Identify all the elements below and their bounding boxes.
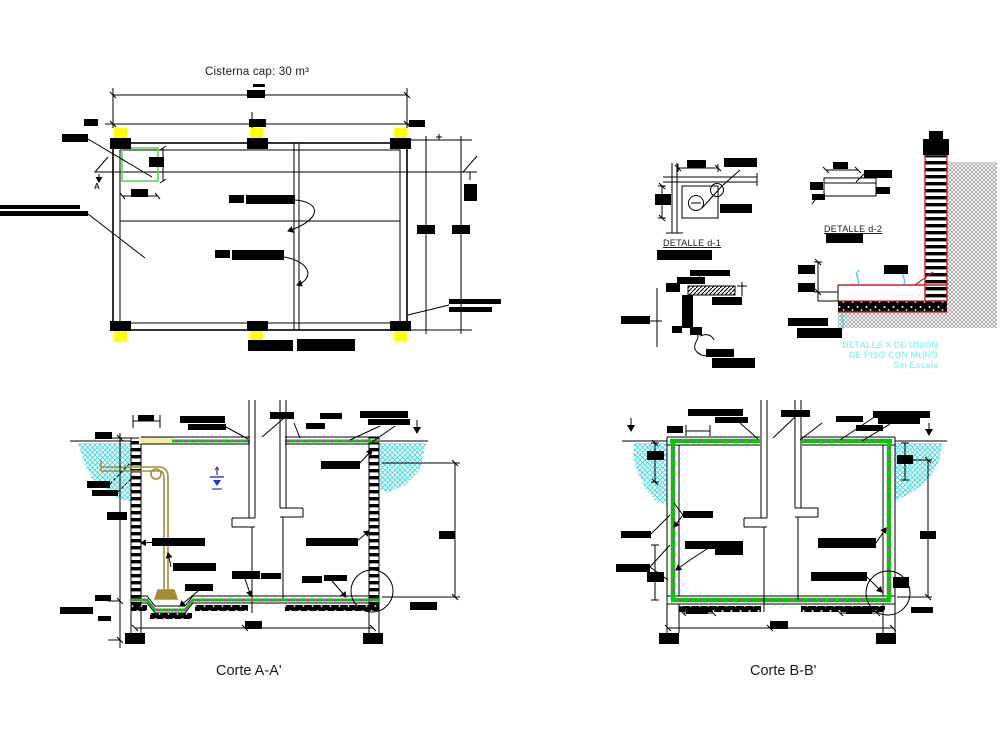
aa-leaders [109,418,396,607]
bb-detail-callout-circle [865,570,911,616]
redacted-labels-bb [616,409,936,629]
aa-left-wall [130,437,142,608]
hatched-slab [687,285,736,296]
plan-view [0,84,501,351]
bb-footings [659,604,896,644]
detail-d1-label: DETALLE d-1 [663,238,722,248]
aa-bottom-slab [131,595,379,619]
column-markers-yellow [114,128,407,341]
tank-outline [112,142,408,331]
bb-tank-walls [666,436,896,612]
redacted-labels-d1 [655,158,757,260]
slab-end-tick [737,282,747,296]
wall-cap-top [929,131,943,140]
section-marker-a: A [94,182,100,191]
union-note-line2: DE PISO CON MURO [848,350,938,360]
d2-dimensions [814,258,822,296]
masonry-wall [924,154,948,302]
union-note-line1: DETALLE X DE UNIÓN [842,340,938,350]
detail-corner-junction [621,270,755,368]
section-a-a [60,400,460,648]
inlet-pipe [100,460,179,600]
bb-center-walls [743,400,819,612]
plan-leader-arrows [87,138,450,316]
wall-cap [923,139,949,155]
union-note-line3: Sin Escala [892,360,938,370]
redacted-labels-d2 [788,162,908,338]
detail-d2-label: DETALLE d-2 [824,224,883,234]
floor-slab [817,271,947,313]
redacted-labels-aa [60,411,455,629]
section-arrow-left [93,156,110,183]
aa-right-wall [368,437,380,608]
section-a-title: Corte A-A' [216,663,282,679]
plan-title: Cisterna cap: 30 m³ [205,66,310,78]
section-b-title: Corte B-B' [750,663,817,679]
section-b-b [616,400,947,644]
section-arrow-right [461,155,478,180]
union-detail-note: DETALLE X DE UNIÓN DE PISO CON MURO Sin … [790,340,938,370]
water-level-symbol [210,466,224,490]
d1-linework [658,163,758,234]
wall-section-black [682,295,693,328]
redacted-labels-corner [621,270,755,368]
aa-detail-callout-circle [350,569,394,613]
aa-footings [125,607,383,644]
redacted-labels-plan [0,84,501,351]
column-markers-black [110,138,411,331]
detail-d1 [655,158,758,260]
aa-top-slab [139,436,379,445]
detail-d2 [788,131,997,338]
soil-gray-hatch [838,162,997,328]
aa-ground [70,420,428,502]
